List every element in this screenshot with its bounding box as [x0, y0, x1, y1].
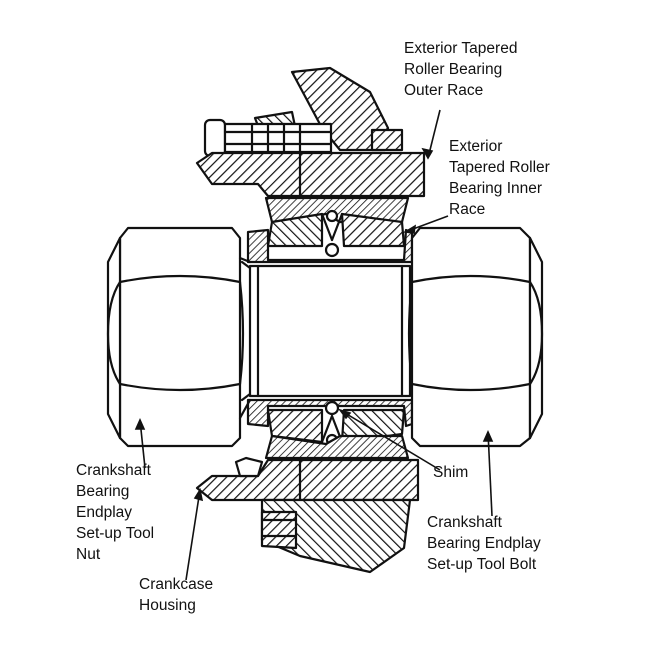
label-outer-race-line2: Roller Bearing	[404, 61, 503, 78]
label-housing: Crankcase Housing	[139, 574, 213, 616]
upper-inner-race	[246, 228, 414, 264]
label-inner-race: Exterior Tapered Roller Bearing Inner Ra…	[449, 136, 550, 220]
label-tool-bolt-line1: Crankshaft	[427, 514, 502, 531]
label-tool-bolt-line2: Bearing Endplay	[427, 535, 541, 552]
label-tool-nut-line2: Bearing	[76, 483, 130, 500]
leader-lines	[134, 109, 494, 581]
label-inner-race-line2: Tapered Roller	[449, 159, 550, 176]
label-tool-nut-line4: Set-up Tool	[76, 525, 155, 542]
leader-housing	[185, 489, 201, 581]
tool-bolt-head	[407, 226, 544, 448]
label-tool-nut-line1: Crankshaft	[76, 462, 151, 479]
label-shim: Shim	[433, 462, 468, 483]
label-tool-nut: Crankshaft Bearing Endplay Set-up Tool N…	[76, 460, 154, 565]
leader-shim	[339, 409, 441, 471]
label-housing-line1: Crankcase	[139, 576, 214, 593]
tool-nut	[106, 226, 252, 448]
label-inner-race-line1: Exterior	[449, 138, 503, 155]
lower-outer-race	[264, 434, 410, 460]
label-inner-race-line3: Bearing Inner	[449, 180, 543, 197]
upper-flange-plate	[195, 151, 426, 198]
upper-rollers	[266, 209, 406, 258]
label-tool-nut-line3: Endplay	[76, 504, 133, 521]
label-tool-bolt-line3: Set-up Tool Bolt	[427, 556, 537, 573]
label-housing-line2: Housing	[139, 597, 196, 614]
leader-tool-bolt	[487, 431, 493, 517]
label-outer-race: Exterior Tapered Roller Bearing Outer Ra…	[404, 38, 517, 101]
label-shim-line1: Shim	[433, 464, 469, 481]
label-outer-race-line1: Exterior Tapered	[404, 40, 518, 57]
label-outer-race-line3: Outer Race	[404, 82, 484, 99]
lower-housing	[260, 498, 412, 574]
label-tool-bolt: Crankshaft Bearing Endplay Set-up Tool B…	[427, 512, 541, 575]
central-bore	[240, 260, 412, 402]
label-tool-nut-line5: Nut	[76, 546, 101, 563]
lower-flange-plate	[195, 456, 420, 502]
upper-bolt	[203, 118, 333, 158]
label-inner-race-line4: Race	[449, 201, 486, 218]
